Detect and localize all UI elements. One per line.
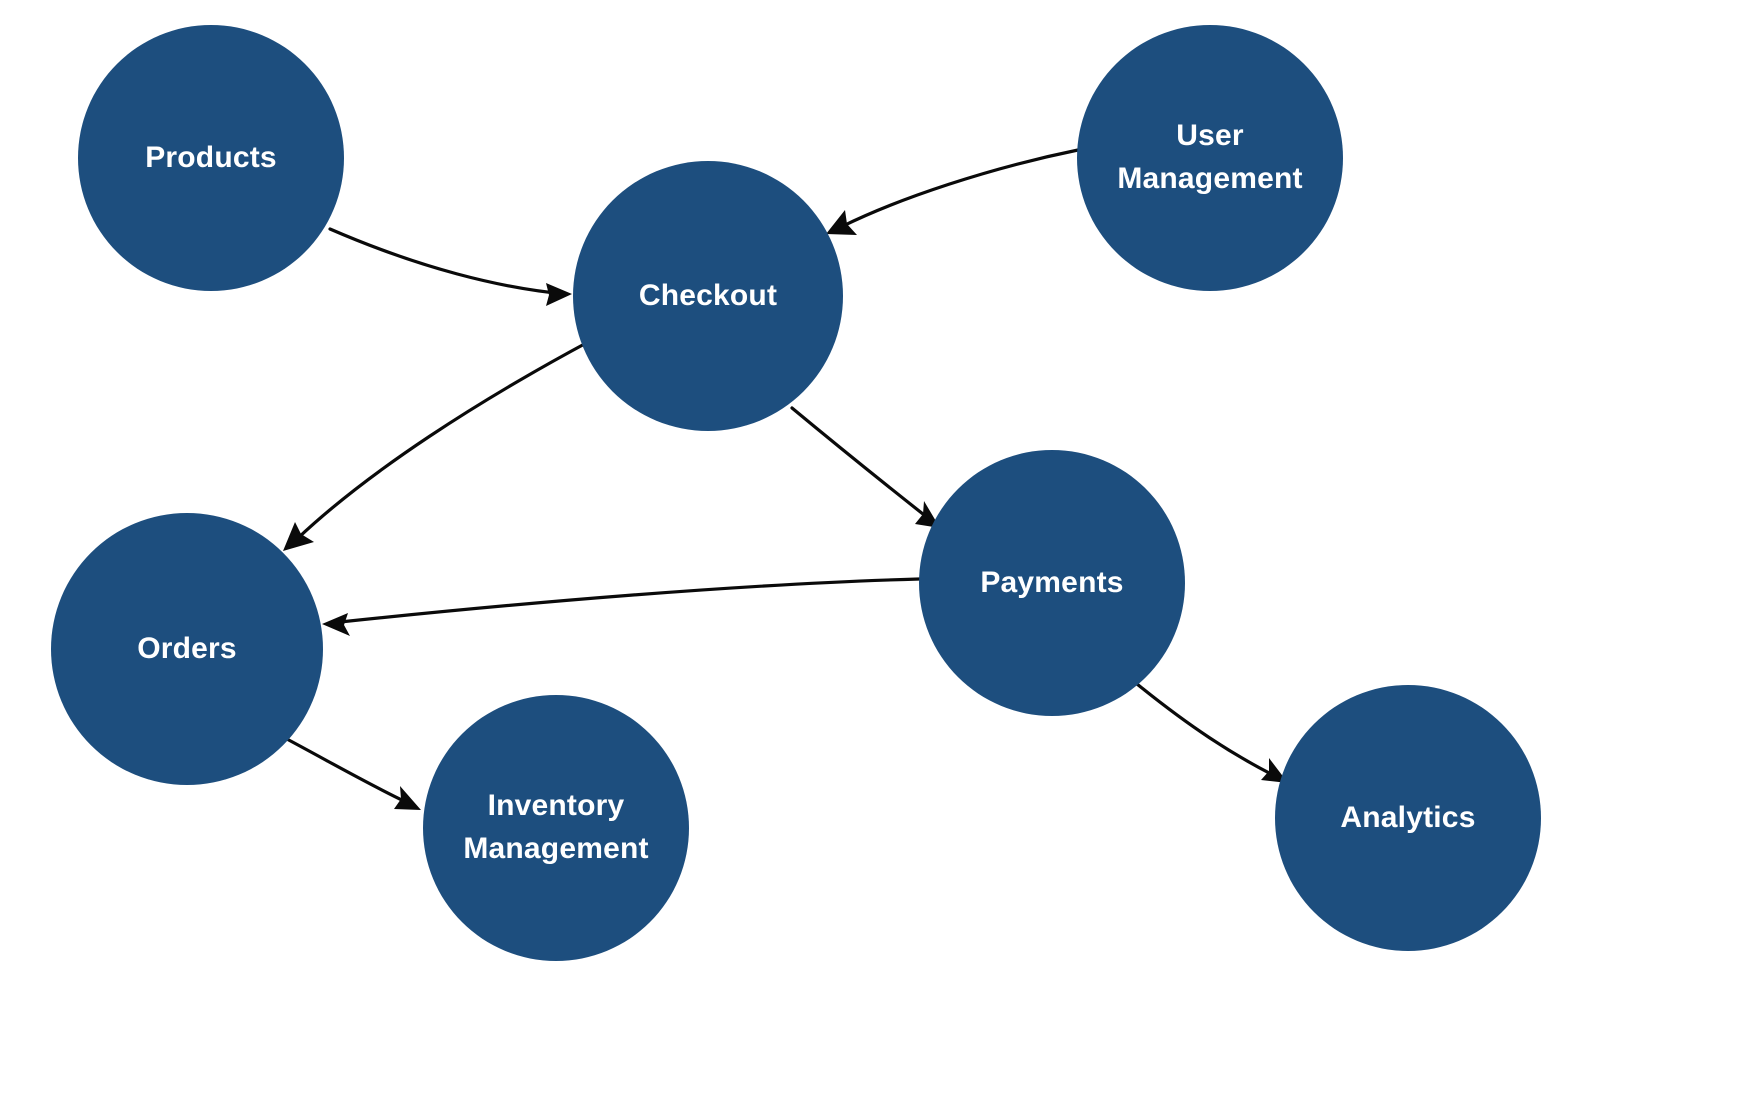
node-user-management[interactable]: User Management [1077, 25, 1343, 291]
node-products[interactable]: Products [78, 25, 344, 291]
arrow-head-icon [546, 283, 572, 306]
node-inventory-management[interactable]: Inventory Management [423, 695, 689, 961]
arrow-head-icon [394, 786, 421, 810]
node-analytics[interactable]: Analytics [1275, 685, 1541, 951]
node-orders[interactable]: Orders [51, 513, 323, 785]
node-label-analytics: Analytics [1340, 800, 1476, 834]
edge-checkout-to-payments [790, 406, 940, 528]
edge-products-to-checkout [328, 227, 572, 306]
edge-orders-to-inventory-management [283, 736, 421, 810]
node-label-user-management: User Management [1117, 119, 1303, 195]
node-label-products: Products [145, 140, 277, 174]
edge-checkout-to-orders [283, 339, 592, 551]
edge-user-management-to-checkout [826, 148, 1080, 235]
node-label-orders: Orders [137, 631, 237, 665]
arrow-head-icon [322, 613, 350, 636]
node-checkout[interactable]: Checkout [573, 161, 843, 431]
edge-payments-to-orders [322, 577, 921, 636]
node-payments[interactable]: Payments [919, 450, 1185, 716]
arrow-head-icon [826, 210, 857, 235]
node-label-inventory-management: Inventory Management [463, 789, 649, 865]
node-label-checkout: Checkout [638, 278, 778, 312]
edge-payments-to-analytics [1135, 682, 1288, 783]
arrow-head-icon [283, 522, 314, 551]
node-label-payments: Payments [980, 565, 1124, 599]
